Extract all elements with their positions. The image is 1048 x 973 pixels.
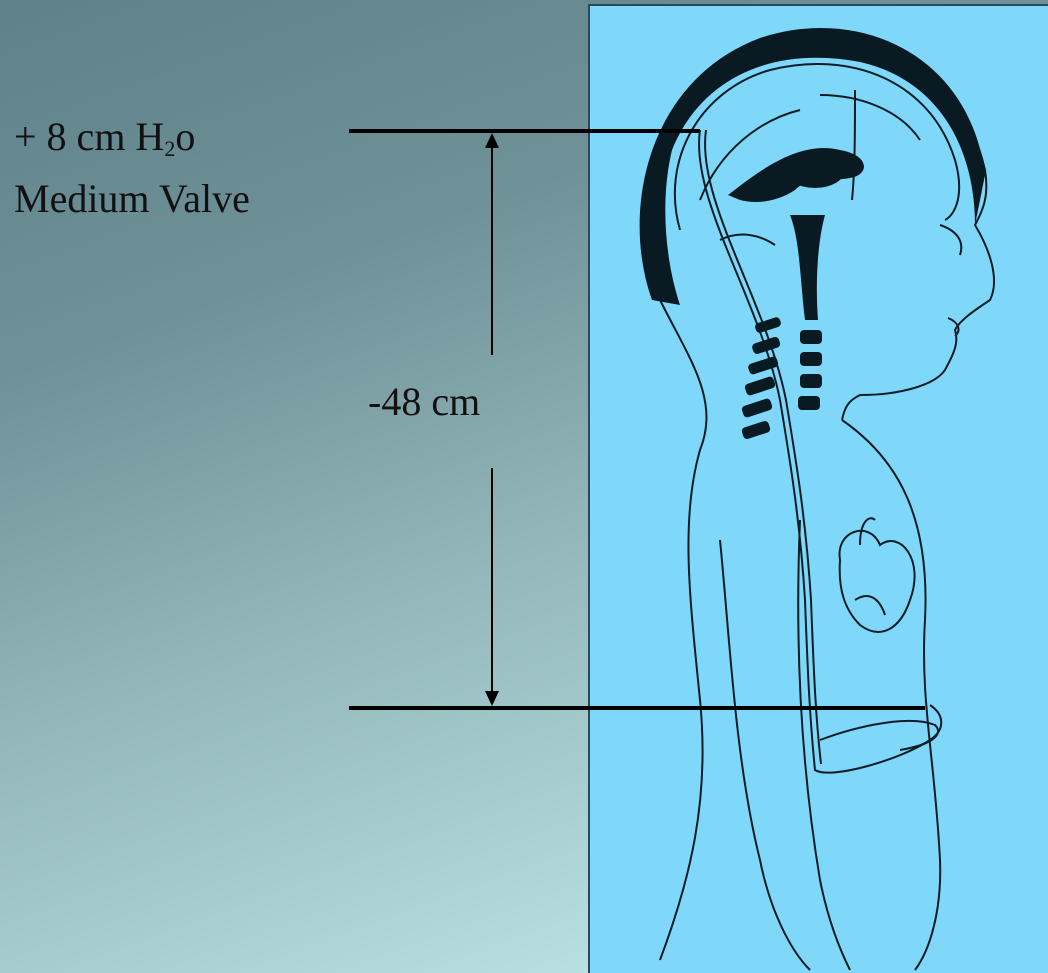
pressure-label: + 8 cm H2o [14, 112, 250, 174]
heart [840, 518, 915, 632]
arrowhead-down [485, 691, 499, 706]
distance-label: -48 cm [368, 378, 480, 425]
chest-outline [842, 420, 940, 970]
arrowhead-up [485, 133, 499, 148]
valve-name-label: Medium Valve [14, 174, 250, 224]
face-profile [940, 225, 961, 336]
back-outline [660, 300, 706, 960]
shunt-coil [820, 721, 938, 750]
brainstem [790, 215, 825, 320]
valve-label: + 8 cm H2o Medium Valve [14, 112, 250, 224]
arm-outline [720, 540, 810, 970]
